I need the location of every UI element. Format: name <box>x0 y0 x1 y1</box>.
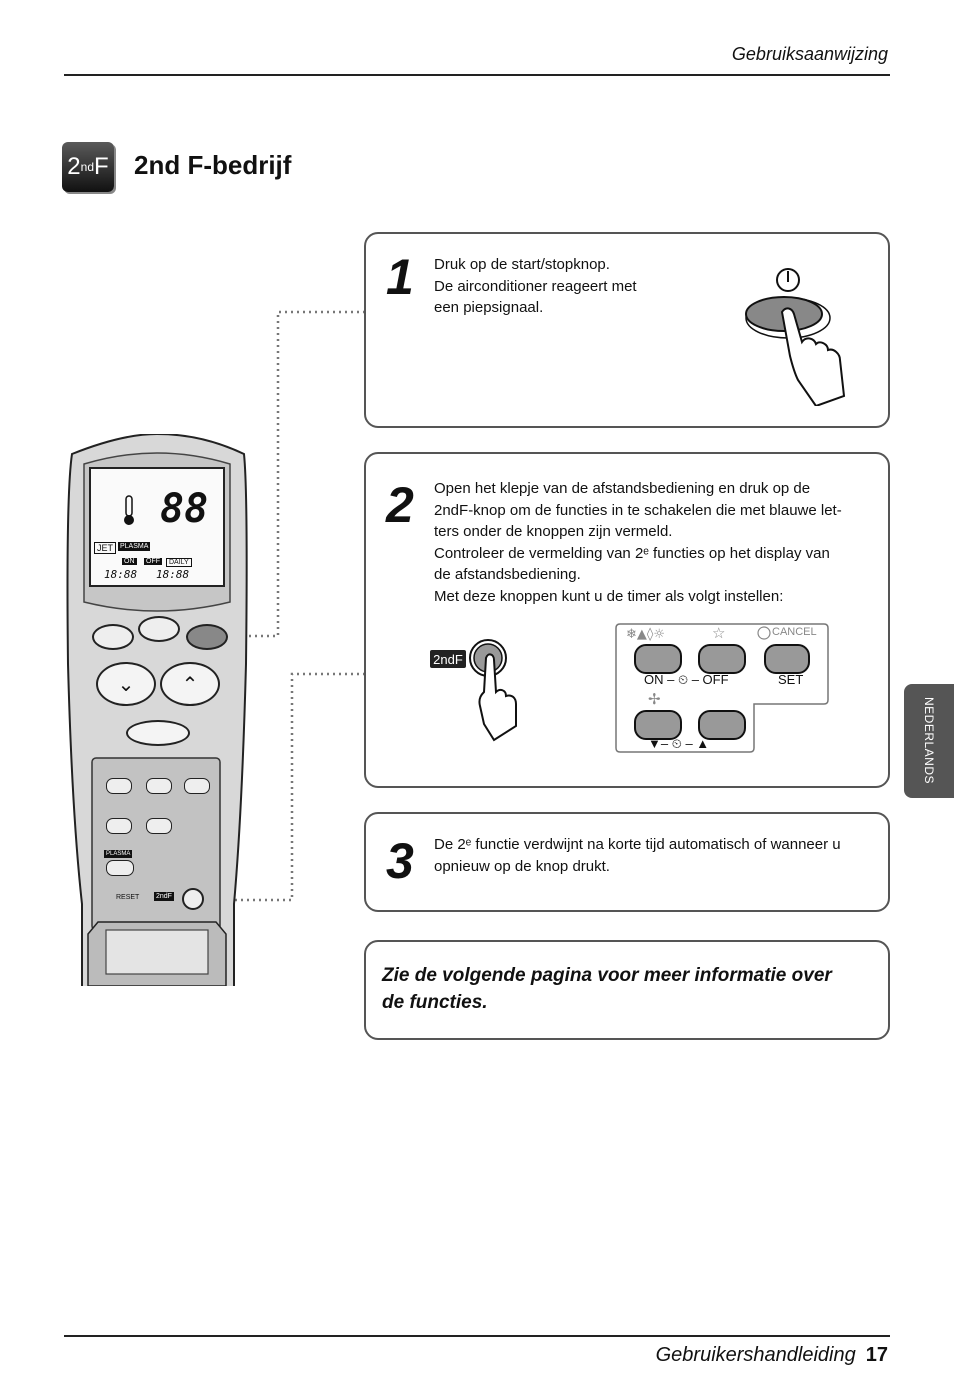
hand-icon <box>780 307 846 406</box>
step-text-line: de afstandsbediening. <box>434 566 581 583</box>
2ndf-label: 2ndF <box>430 650 466 668</box>
lcd-daily: DAILY <box>166 558 192 567</box>
remote-func-button[interactable] <box>146 778 172 794</box>
power-icon <box>776 268 800 292</box>
step-text-line: De airconditioner reageert met <box>434 277 637 295</box>
remote-plasma-button[interactable] <box>106 860 134 876</box>
remote-mode-button[interactable] <box>138 616 180 642</box>
mode-button[interactable] <box>634 644 682 674</box>
lcd-time-off: 18:88 <box>156 568 190 581</box>
footer-manual-title: Gebruikershandleiding <box>655 1344 856 1366</box>
footer-rule <box>64 1335 890 1337</box>
timer-down-button[interactable] <box>634 710 682 740</box>
note-line: de functies. <box>382 992 488 1013</box>
remote-reset-label: RESET <box>116 894 140 901</box>
step-text-line: ters onder de knoppen zijn vermeld. <box>434 523 673 540</box>
step-text-line: 2ndF-knop om de functies in te schakelen… <box>434 501 842 519</box>
lcd-off: OFF <box>144 558 162 565</box>
hand-press-illustration <box>745 268 846 406</box>
footer: Gebruikershandleiding 17 <box>656 1344 888 1367</box>
hand-press-2ndf <box>469 639 517 742</box>
lcd-temperature: 88 <box>160 486 209 532</box>
hand-icon <box>478 653 517 742</box>
chevron-down-icon[interactable]: ⌄ <box>96 662 156 706</box>
note-line: Zie de volgende pagina voor meer informa… <box>382 965 832 986</box>
clock-icon <box>757 626 771 640</box>
step-3-box: 3 De 2ᵉ functie verdwijnt na korte tijd … <box>364 812 890 912</box>
step-1-box: 1 Druk op de start/stopknop. De aircondi… <box>364 232 890 428</box>
step-number: 1 <box>386 249 414 305</box>
on-off-label: ON – ⏲ – OFF <box>644 672 729 687</box>
fan-icon: ✢ <box>648 690 661 708</box>
chevron-up-icon[interactable]: ⌃ <box>160 662 220 706</box>
step-text-line: een piepsignaal. <box>434 299 544 316</box>
header-rule <box>64 74 890 76</box>
remote-plasma-label: PLASMA <box>104 850 133 858</box>
lcd-on: ON <box>122 558 137 565</box>
remote-2ndf-label: 2ndF <box>154 892 174 901</box>
remote-2ndf-button[interactable] <box>182 888 204 910</box>
home-icon: ⌂ <box>720 752 730 754</box>
thermometer-icon <box>124 495 134 525</box>
lcd-plasma: PLASMA <box>118 542 151 551</box>
remote-swing-button[interactable] <box>92 624 134 650</box>
remote-control: 88 JET PLASMA ON OFF DAILY 18:88 18:88 ⌄… <box>62 434 252 986</box>
remote-power-button[interactable] <box>186 624 228 650</box>
set-label: SET <box>778 672 804 687</box>
remote-func-button[interactable] <box>106 778 132 794</box>
step-number: 2 <box>386 477 414 533</box>
step-text-line: Druk op de start/stopknop. <box>434 256 610 273</box>
step-text-line: Controleer de vermelding van 2ᵉ functies… <box>434 544 830 562</box>
remote-fan-button[interactable] <box>126 720 190 746</box>
step-text-line: De 2ᵉ functie verdwijnt na korte tijd au… <box>434 836 841 853</box>
snowflake-icon: ❄▲◊☼ <box>626 627 665 642</box>
language-tab: NEDERLANDS <box>904 684 954 798</box>
timer-up-button[interactable] <box>698 710 746 740</box>
function-button-panel: ❄▲◊☼ ☆ ⌂ ✢ CANCEL ON – ⏲ – OFF SET ▼– ⏲ … <box>614 622 830 754</box>
header-title: Gebruiksaanwijzing <box>731 44 888 64</box>
cancel-button[interactable] <box>764 644 810 674</box>
page-number: 17 <box>865 1344 888 1366</box>
step-number: 3 <box>386 833 414 889</box>
note-box: Zie de volgende pagina voor meer informa… <box>364 940 890 1040</box>
remote-func-button[interactable] <box>106 818 132 834</box>
step-text-line: Open het klepje van de afstandsbediening… <box>434 480 811 497</box>
section-title: 2nd F-bedrijf <box>134 150 292 180</box>
cancel-label: CANCEL <box>772 626 817 638</box>
step-text-line: opnieuw op de knop drukt. <box>434 857 610 875</box>
step-2-box: 2 Open het klepje van de afstandsbedieni… <box>364 452 890 788</box>
remote-func-button[interactable] <box>146 818 172 834</box>
lcd-time-on: 18:88 <box>104 568 138 581</box>
on-timer-button[interactable] <box>698 644 746 674</box>
lcd-jet: JET <box>94 542 117 554</box>
arrows-label: ▼– ⏲ – ▲ <box>648 736 710 751</box>
step-text-line: Met deze knoppen kunt u de timer als vol… <box>434 587 784 605</box>
star-icon: ☆ <box>712 624 725 642</box>
remote-func-button[interactable] <box>184 778 210 794</box>
